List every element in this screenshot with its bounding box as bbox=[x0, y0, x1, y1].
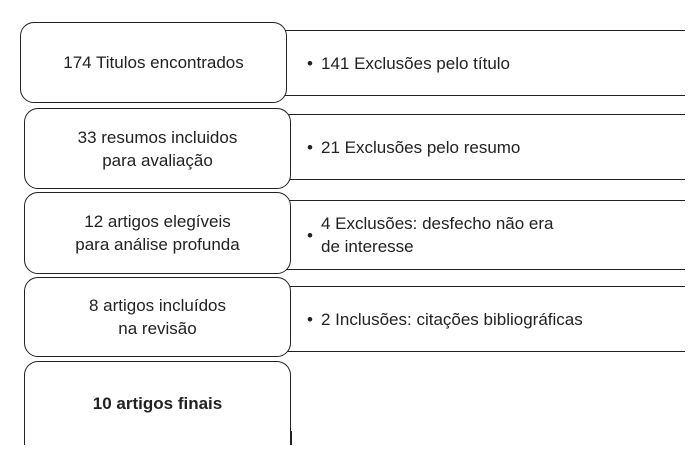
stage-articles-eligible: 12 artigos elegíveis para análise profun… bbox=[24, 192, 291, 274]
bullet-icon: • bbox=[307, 137, 313, 157]
note-text: 141 Exclusões pelo título bbox=[321, 53, 511, 73]
note-exclusions-outcome: • 4 Exclusões: desfecho não era de inter… bbox=[280, 200, 685, 270]
stage-articles-included: 8 artigos incluídos na revisão bbox=[24, 277, 291, 357]
stage-final-articles: 10 artigos finais bbox=[23, 361, 292, 445]
bullet-icon: • bbox=[307, 53, 313, 73]
bullet-icon: • bbox=[307, 309, 313, 329]
bullet-icon: • bbox=[307, 225, 313, 245]
note-exclusions-title: • 141 Exclusões pelo título bbox=[280, 30, 685, 96]
note-text: 4 Exclusões: desfecho não era de interes… bbox=[321, 214, 554, 256]
note-text: 2 Inclusões: citações bibliográficas bbox=[321, 309, 583, 329]
note-inclusions-citations: • 2 Inclusões: citações bibliográficas bbox=[280, 286, 685, 352]
note-text: 21 Exclusões pelo resumo bbox=[321, 137, 521, 157]
stage-abstracts-included: 33 resumos incluidos para avaliação bbox=[24, 108, 291, 189]
stage-titles-found: 174 Titulos encontrados bbox=[20, 22, 287, 103]
note-exclusions-abstract: • 21 Exclusões pelo resumo bbox=[280, 114, 685, 180]
